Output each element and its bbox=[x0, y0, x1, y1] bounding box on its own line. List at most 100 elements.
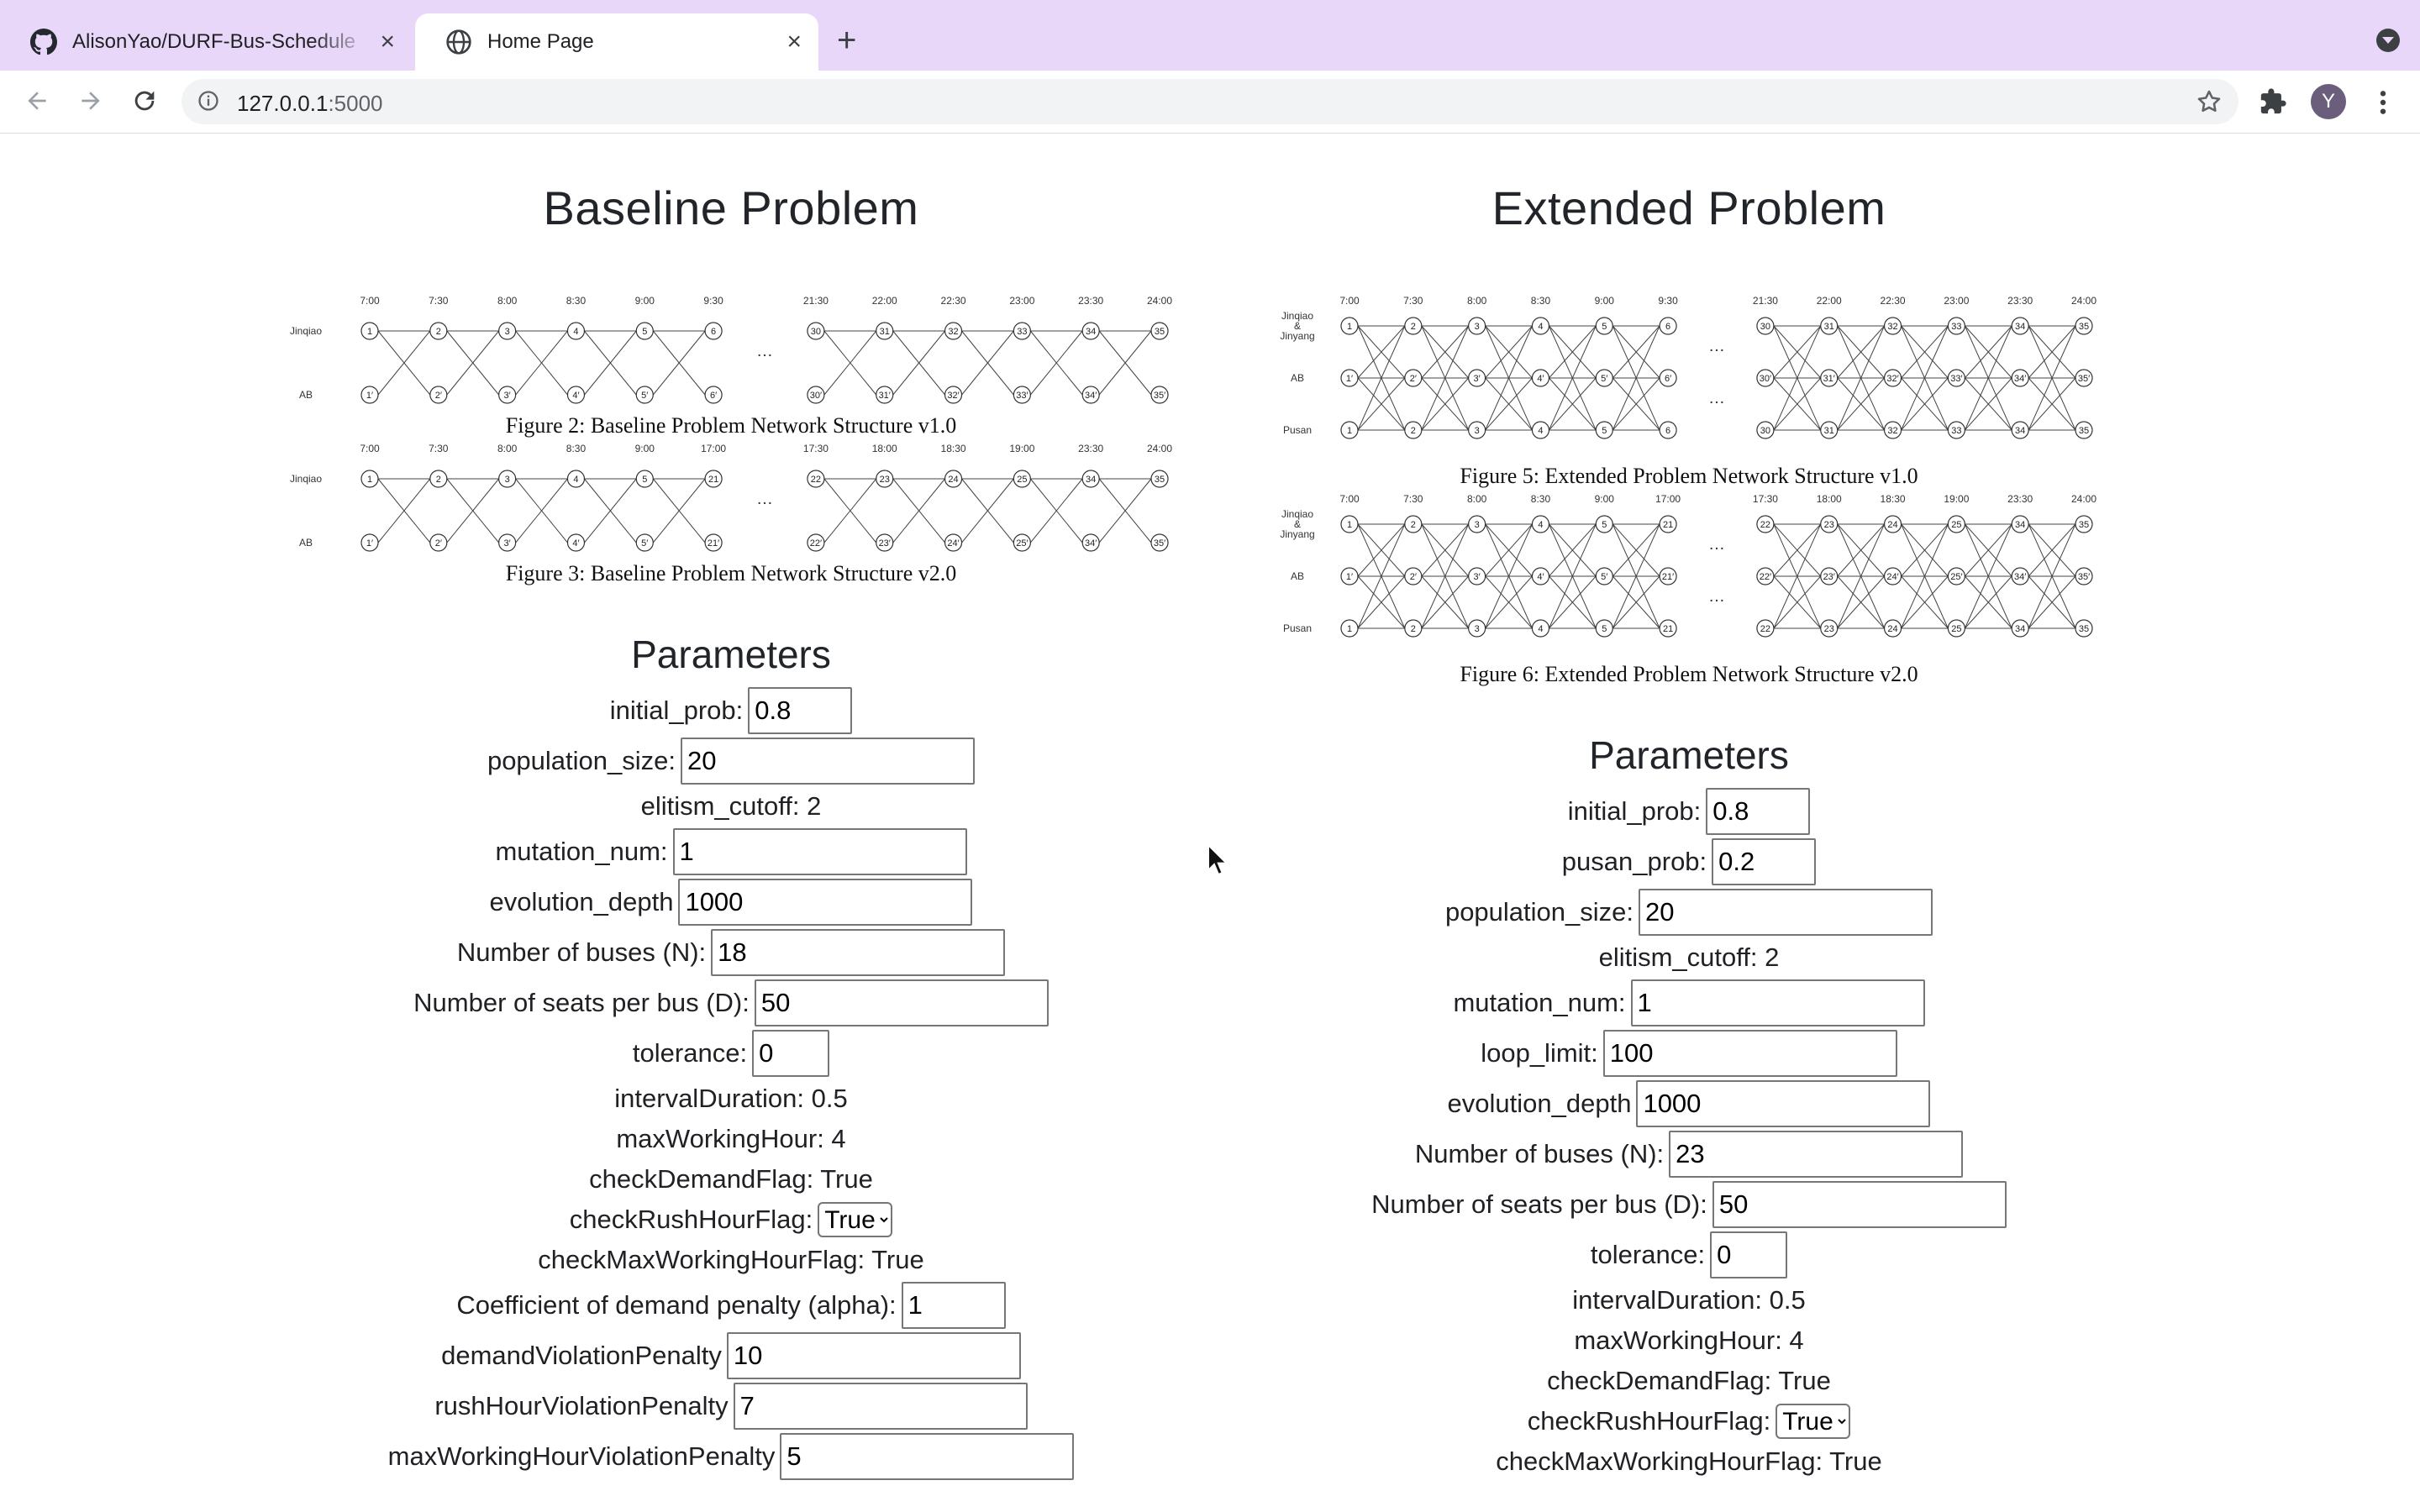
network-edge bbox=[892, 330, 945, 396]
tab-github-repo[interactable]: AlisonYao/DURF-Bus-Schedule × bbox=[0, 13, 412, 71]
initial-prob-input[interactable] bbox=[748, 687, 853, 734]
node-label: 32′ bbox=[947, 391, 959, 401]
time-label: 7:00 bbox=[360, 295, 380, 307]
close-tab-icon[interactable]: × bbox=[380, 28, 395, 55]
time-label: 8:00 bbox=[1467, 493, 1487, 505]
address-bar[interactable]: 127.0.0.1:5000 bbox=[182, 79, 2238, 124]
num-seats-input[interactable] bbox=[1712, 1181, 2007, 1228]
node-label: 32 bbox=[1887, 322, 1897, 332]
node-label: 1′ bbox=[1346, 374, 1353, 384]
max-working-hour-violation-penalty-input[interactable] bbox=[780, 1433, 1075, 1480]
time-label: 18:30 bbox=[941, 443, 966, 454]
num-buses-input[interactable] bbox=[711, 929, 1006, 976]
network-node bbox=[1404, 421, 1423, 439]
param-max-working-hour: maxWorkingHour: 4 bbox=[1574, 1326, 1804, 1355]
network-edge bbox=[446, 330, 500, 396]
time-label: 23:00 bbox=[1944, 295, 1969, 307]
reload-icon[interactable] bbox=[124, 81, 165, 121]
evolution-depth-input[interactable] bbox=[678, 879, 973, 926]
network-node bbox=[1883, 369, 1902, 387]
param-mutation-num: mutation_num: bbox=[495, 827, 967, 877]
node-label: 2 bbox=[436, 327, 441, 337]
param-check-rush-hour-flag: checkRushHourFlag: True bbox=[1528, 1401, 1851, 1441]
node-label: 5′ bbox=[1601, 374, 1607, 384]
network-node bbox=[566, 470, 586, 488]
network-edge bbox=[1964, 523, 2012, 577]
network-edge bbox=[1485, 377, 1533, 431]
node-label: 21 bbox=[1663, 624, 1673, 634]
population-size-input[interactable] bbox=[1639, 889, 1933, 936]
node-label: 2′ bbox=[435, 538, 442, 549]
tolerance-input[interactable] bbox=[1710, 1231, 1788, 1278]
network-node bbox=[1756, 567, 1775, 585]
node-label: 6 bbox=[1665, 426, 1670, 436]
network-node bbox=[2011, 567, 2029, 585]
param-check-demand-flag: checkDemandFlag: True bbox=[589, 1164, 873, 1194]
info-icon[interactable] bbox=[197, 89, 220, 113]
network-node bbox=[876, 533, 894, 552]
profile-avatar[interactable]: Y bbox=[2311, 84, 2346, 119]
evolution-depth-input[interactable] bbox=[1636, 1080, 1931, 1127]
time-label: 7:00 bbox=[1339, 493, 1360, 505]
github-icon bbox=[30, 29, 57, 55]
network-edge bbox=[2028, 377, 2076, 431]
check-rush-hour-flag-select[interactable]: True bbox=[818, 1202, 893, 1237]
new-tab-icon[interactable]: + bbox=[837, 22, 857, 59]
ellipsis-gap: … bbox=[1708, 337, 1725, 355]
network-edge bbox=[1548, 325, 1597, 431]
network-edge bbox=[1549, 523, 1597, 577]
loop-limit-input[interactable] bbox=[1602, 1030, 1897, 1077]
stop-label: AB bbox=[299, 389, 313, 401]
mutation-num-input[interactable] bbox=[672, 828, 967, 875]
forward-icon[interactable] bbox=[71, 81, 111, 121]
param-alpha: Coefficient of demand penalty (alpha): bbox=[456, 1280, 1006, 1331]
extensions-icon[interactable] bbox=[2259, 87, 2287, 120]
pusan-prob-input[interactable] bbox=[1712, 838, 1817, 885]
network-node bbox=[1013, 386, 1031, 404]
node-label: 35 bbox=[2079, 520, 2089, 530]
alpha-input[interactable] bbox=[901, 1282, 1006, 1329]
check-rush-hour-flag-select[interactable]: True bbox=[1776, 1404, 1851, 1439]
bookmark-star-icon[interactable] bbox=[2195, 87, 2223, 116]
network-node bbox=[566, 533, 586, 552]
mutation-num-input[interactable] bbox=[1630, 979, 1925, 1026]
time-label: 22:30 bbox=[1881, 295, 1906, 307]
time-label: 17:00 bbox=[1655, 493, 1681, 505]
demand-violation-penalty-input[interactable] bbox=[726, 1332, 1021, 1379]
network-node bbox=[1883, 619, 1902, 638]
network-node bbox=[944, 470, 963, 488]
network-node bbox=[2011, 317, 2029, 335]
network-node bbox=[1404, 369, 1423, 387]
node-label: 2′ bbox=[1410, 572, 1417, 582]
initial-prob-input[interactable] bbox=[1706, 788, 1811, 835]
population-size-input[interactable] bbox=[681, 738, 976, 785]
network-node bbox=[1595, 619, 1613, 638]
back-icon[interactable] bbox=[17, 81, 57, 121]
node-label: 4 bbox=[1538, 624, 1543, 634]
node-label: 24 bbox=[1887, 520, 1897, 530]
network-node bbox=[429, 470, 448, 488]
node-label: 30′ bbox=[1760, 374, 1771, 384]
rush-hour-violation-penalty-input[interactable] bbox=[733, 1383, 1028, 1430]
node-label: 6 bbox=[1665, 322, 1670, 332]
network-node bbox=[360, 533, 379, 552]
more-menu-icon[interactable] bbox=[2373, 89, 2393, 120]
close-tab-icon[interactable]: × bbox=[786, 28, 802, 55]
tab-search-icon[interactable] bbox=[2376, 29, 2400, 52]
network-node bbox=[704, 386, 723, 404]
node-label: 2 bbox=[1411, 426, 1416, 436]
tolerance-input[interactable] bbox=[752, 1030, 830, 1077]
network-node bbox=[1820, 317, 1839, 335]
node-label: 34 bbox=[2015, 426, 2025, 436]
network-node bbox=[1081, 533, 1100, 552]
stop-label: Pusan bbox=[1283, 622, 1312, 634]
network-node bbox=[2075, 421, 2093, 439]
num-buses-input[interactable] bbox=[1669, 1131, 1964, 1178]
network-edge bbox=[892, 478, 945, 543]
param-rush-hour-violation-penalty: rushHourViolationPenalty bbox=[434, 1381, 1028, 1431]
num-seats-input[interactable] bbox=[754, 979, 1049, 1026]
tab-home-page[interactable]: Home Page × bbox=[415, 13, 818, 71]
time-label: 9:00 bbox=[635, 295, 655, 307]
network-edge bbox=[1901, 377, 1949, 431]
